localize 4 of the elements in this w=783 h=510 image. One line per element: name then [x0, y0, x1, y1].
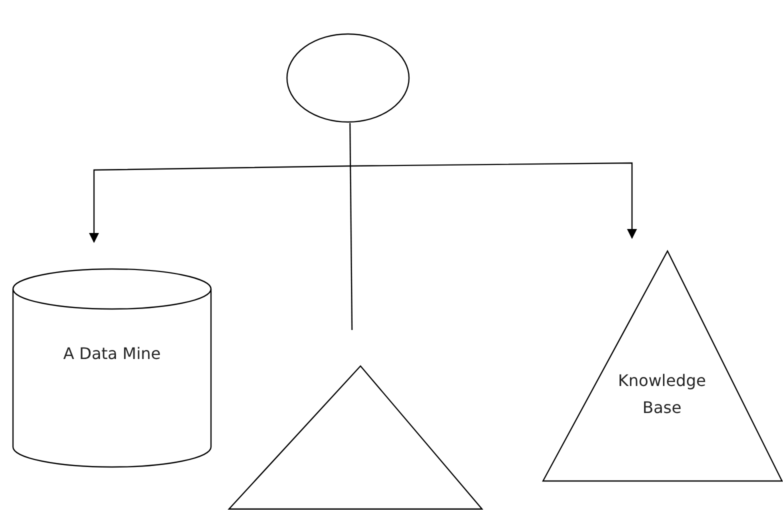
node-label: Knowledge Base — [617, 370, 707, 419]
arrow — [89, 165, 350, 243]
node-label: A Data Mine — [62, 343, 162, 365]
arrow — [350, 162, 637, 239]
